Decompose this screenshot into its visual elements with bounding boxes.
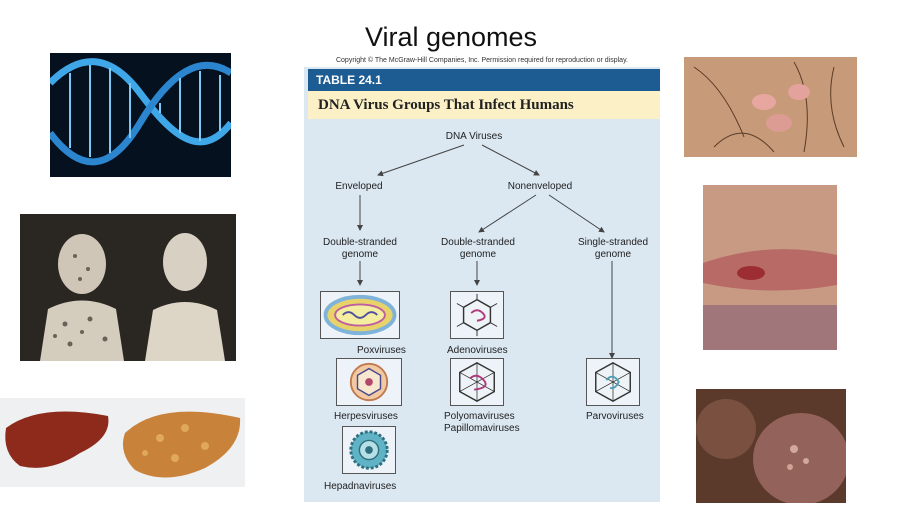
adenovirus-diagram bbox=[450, 291, 504, 339]
parvovirus-diagram bbox=[586, 358, 640, 406]
polyomaviruses-label: Polyomaviruses bbox=[444, 411, 515, 422]
table-heading: DNA Virus Groups That Infect Humans bbox=[308, 91, 660, 119]
nonenveloped-ss-genome-node: Single-stranded genome bbox=[563, 237, 663, 261]
dna-virus-table: Copyright © The McGraw-Hill Companies, I… bbox=[304, 55, 660, 502]
hepadnaviruses-label: Hepadnaviruses bbox=[324, 481, 397, 492]
genome-word-label: genome bbox=[341, 249, 379, 260]
liver-comparison-image bbox=[0, 398, 245, 487]
polyomavirus-diagram bbox=[450, 358, 504, 406]
genome-type-label: Double-stranded bbox=[323, 237, 397, 248]
herpesviruses-label: Herpesviruses bbox=[334, 411, 398, 422]
adenoviruses-label: Adenoviruses bbox=[447, 345, 508, 356]
papillomaviruses-label: Papillomaviruses bbox=[444, 423, 520, 434]
copyright-notice: Copyright © The McGraw-Hill Companies, I… bbox=[304, 55, 660, 67]
lip-lesion-image bbox=[703, 185, 837, 350]
genome-word-label: genome bbox=[459, 249, 497, 260]
poxviruses-label: Poxviruses bbox=[357, 345, 406, 356]
genome-word-label: genome bbox=[594, 249, 632, 260]
dna-viruses-node: DNA Viruses bbox=[445, 131, 503, 142]
enveloped-ds-genome-node: Double-stranded genome bbox=[310, 237, 410, 261]
nonenveloped-node: Nonenveloped bbox=[507, 181, 573, 192]
flowchart-arrows bbox=[357, 144, 615, 359]
dna-helix-image bbox=[50, 53, 231, 177]
genome-type-label: Double-stranded bbox=[441, 237, 515, 248]
slide-title: Viral genomes bbox=[364, 22, 538, 52]
skin-lesion-image bbox=[684, 57, 857, 157]
enveloped-node: Enveloped bbox=[335, 181, 383, 192]
table-label: TABLE 24.1 bbox=[308, 69, 660, 91]
parvoviruses-label: Parvoviruses bbox=[586, 411, 644, 422]
genome-type-label: Single-stranded bbox=[577, 237, 649, 248]
hepadnavirus-diagram bbox=[342, 426, 396, 474]
herpesvirus-diagram bbox=[336, 358, 402, 406]
smallpox-patients-image bbox=[20, 214, 236, 361]
poxvirus-diagram bbox=[320, 291, 400, 339]
nonenveloped-ds-genome-node: Double-stranded genome bbox=[428, 237, 528, 261]
genital-lesion-image bbox=[696, 389, 846, 503]
